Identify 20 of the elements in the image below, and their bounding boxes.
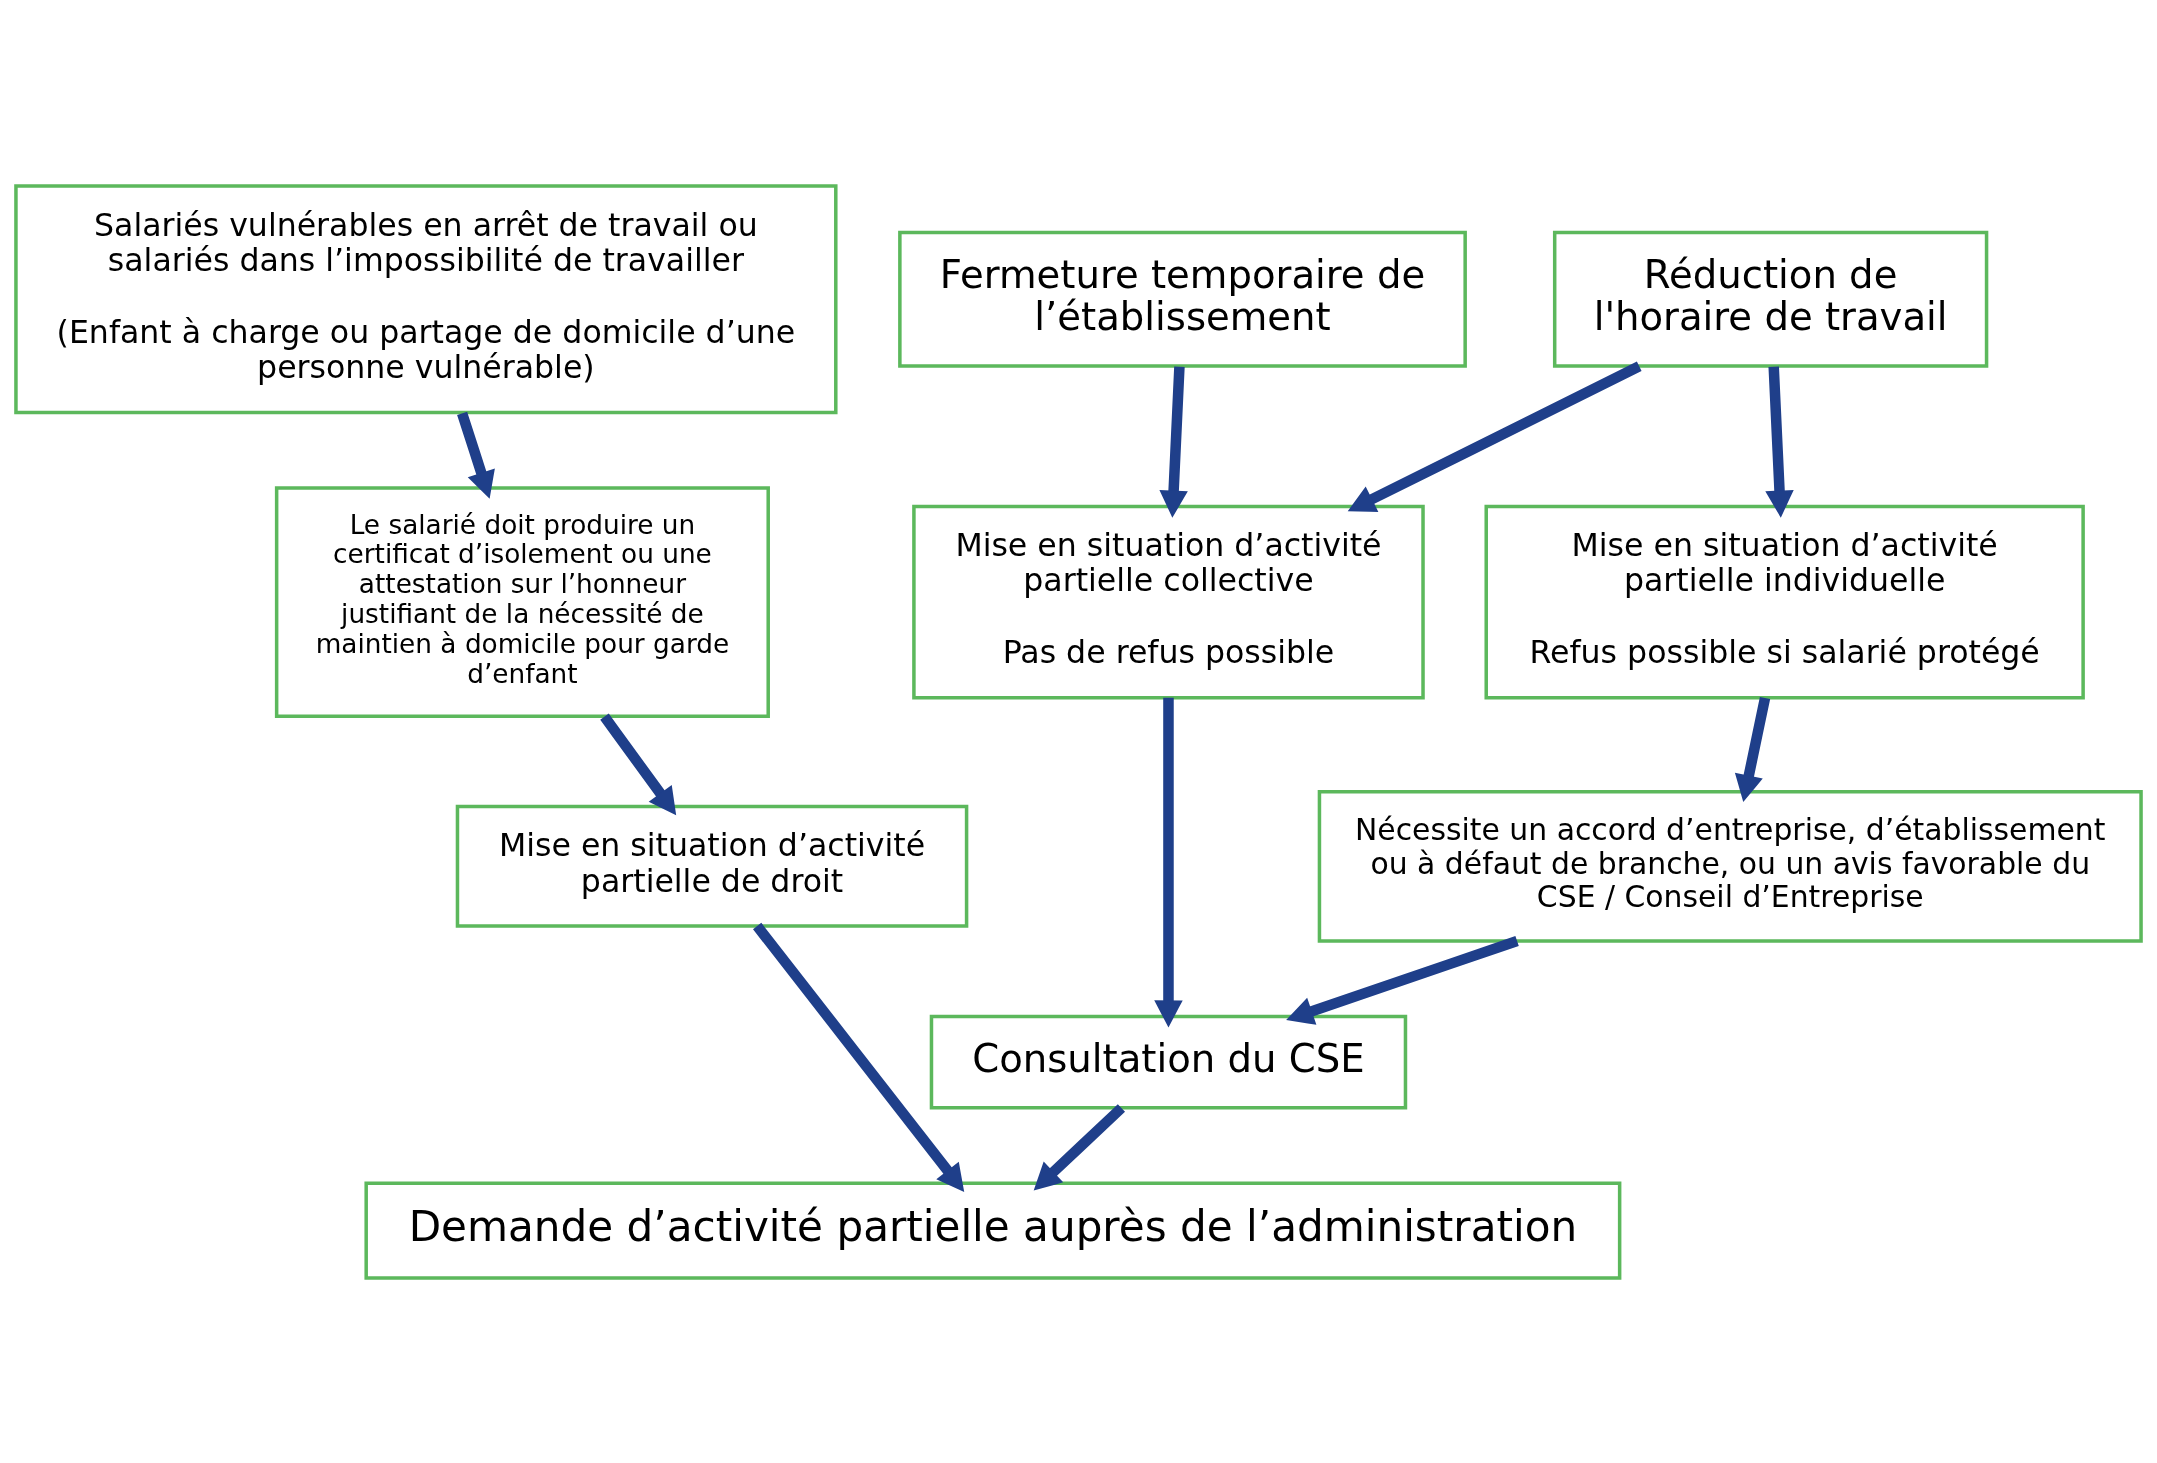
node-box: Fermeture temporaire de l’établissement [898,230,1467,368]
node-box: Demande d’activité partielle auprès de l’administration [364,1180,1622,1280]
arrow [1154,697,1183,1027]
node-box: Le salarié doit produire un certificat d’isolement ou une attestation sur l’honneur justifiant de la nécessité de maintien à domicile pour garde d’enfant [274,485,770,718]
node-box: Salariés vulnérables en arrêt de travail ou salariés dans l’impossibilité de travailler (Enfant à charge ou partage de domicile d’une personne vulnérable) [14,183,838,414]
node-box: Mise en situation d’activité partielle de droit [455,804,969,928]
arrow [1734,696,1771,802]
arrow [457,411,495,499]
arrow [600,713,677,815]
arrow [1347,361,1642,512]
arrow [1286,935,1519,1025]
arrow [1159,365,1188,518]
arrow [1033,1103,1126,1191]
node-box: Mise en situation d’activité partielle collective Pas de refus possible [912,504,1425,700]
arrow [1765,365,1794,518]
node-box: Réduction de l'horaire de travail [1552,230,1989,368]
node-box: Mise en situation d’activité partielle individuelle Refus possible si salarié protégé [1484,504,2085,700]
arrow [753,922,965,1192]
node-box: Nécessite un accord d’entreprise, d’établissement ou à défaut de branche, ou un avis favorable du CSE / Conseil d’Entreprise [1317,789,2143,943]
node-box: Consultation du CSE [929,1014,1408,1109]
